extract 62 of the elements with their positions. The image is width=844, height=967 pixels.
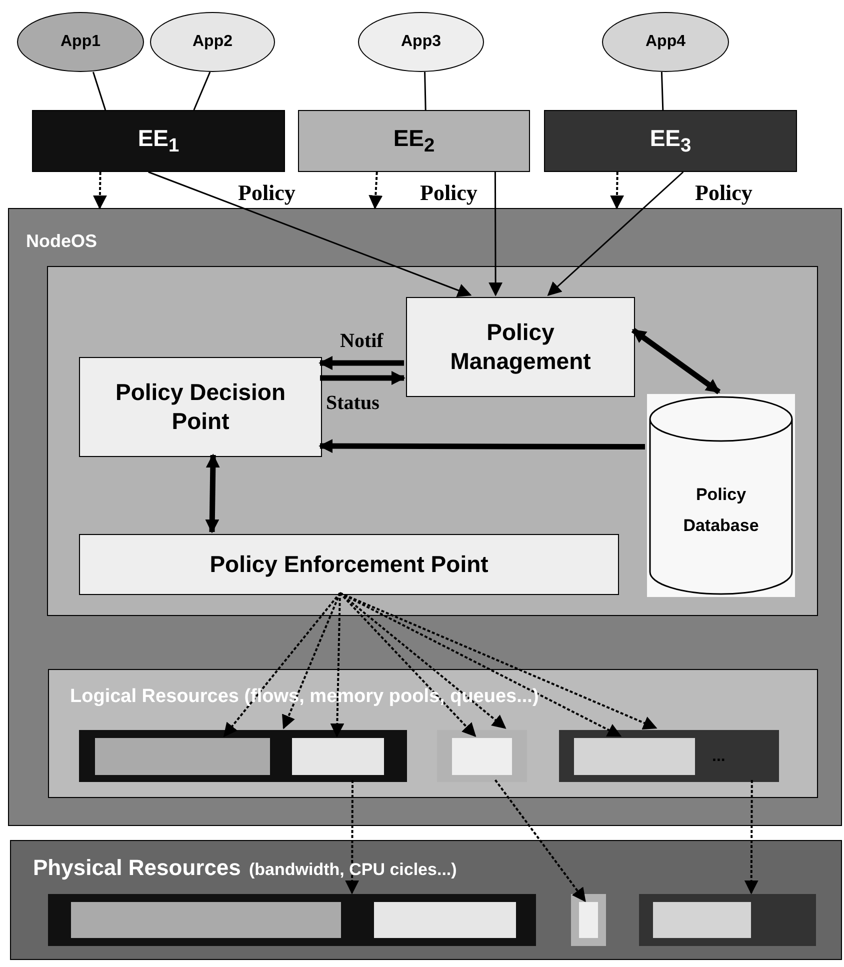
arrow bbox=[345, 780, 360, 894]
process-box: Policy Management bbox=[406, 297, 635, 397]
double-arrow bbox=[631, 328, 721, 394]
physical-resources-panel bbox=[10, 840, 842, 960]
resource-block bbox=[95, 738, 270, 775]
resource-block bbox=[574, 738, 695, 775]
arrow bbox=[547, 171, 684, 296]
resource-bar bbox=[437, 730, 527, 782]
app-ellipse: App2 bbox=[150, 12, 275, 72]
execution-environment-box: EE$_{2}$ bbox=[298, 110, 530, 172]
edge-label: Status bbox=[326, 392, 380, 415]
arrow bbox=[340, 592, 622, 737]
arrow bbox=[368, 172, 383, 210]
arrow bbox=[148, 171, 472, 298]
connector-line bbox=[193, 72, 211, 110]
resource-bar bbox=[639, 894, 816, 946]
panel-subtitle: (bandwidth, CPU cicles...) bbox=[249, 860, 457, 880]
arrow bbox=[92, 172, 107, 210]
arrow bbox=[494, 779, 586, 902]
app-ellipse: App3 bbox=[358, 12, 484, 72]
resource-block bbox=[653, 902, 751, 938]
resource-bar bbox=[48, 894, 536, 946]
arrow bbox=[339, 592, 476, 738]
resource-block bbox=[579, 902, 598, 938]
resource-block bbox=[452, 738, 512, 775]
resource-block bbox=[374, 902, 516, 938]
edge-label: Policy bbox=[695, 180, 752, 206]
arrow bbox=[340, 592, 658, 730]
resource-bar bbox=[79, 730, 407, 782]
edge-label: Notif bbox=[340, 330, 384, 353]
resource-bar bbox=[559, 730, 779, 782]
edge-label: Policy bbox=[238, 180, 296, 206]
arrow bbox=[330, 592, 344, 738]
arrow bbox=[744, 780, 758, 894]
arrow bbox=[318, 439, 645, 454]
inner-panel bbox=[47, 266, 818, 616]
process-box: Policy Enforcement Point bbox=[79, 534, 619, 595]
resource-bar bbox=[571, 894, 606, 946]
resource-block bbox=[292, 738, 384, 775]
arrow bbox=[320, 371, 406, 385]
arrow bbox=[282, 592, 341, 730]
arrow bbox=[610, 172, 624, 210]
logical-resources-panel bbox=[48, 669, 818, 798]
connector-line bbox=[660, 72, 664, 110]
nodeos-panel bbox=[8, 208, 842, 826]
execution-environment-box: EE$_{3}$ bbox=[544, 110, 797, 172]
process-box: Policy Decision Point bbox=[79, 357, 322, 457]
connector-line bbox=[424, 72, 426, 110]
app-ellipse: App4 bbox=[602, 12, 729, 72]
app-ellipse: App1 bbox=[17, 12, 144, 72]
resource-block bbox=[71, 902, 341, 938]
panel-title: NodeOS bbox=[26, 231, 98, 252]
ellipsis-mark: ... bbox=[712, 748, 726, 766]
database-cylinder: Policy Database bbox=[647, 394, 795, 597]
connector-line bbox=[92, 72, 106, 110]
double-arrow bbox=[205, 454, 220, 534]
edge-label: Policy bbox=[420, 180, 478, 206]
panel-title: Physical Resources bbox=[33, 855, 241, 881]
arrow bbox=[223, 592, 341, 738]
arrow bbox=[488, 172, 503, 296]
execution-environment-box: EE$_{1}$ bbox=[32, 110, 285, 172]
arrow bbox=[318, 356, 404, 370]
